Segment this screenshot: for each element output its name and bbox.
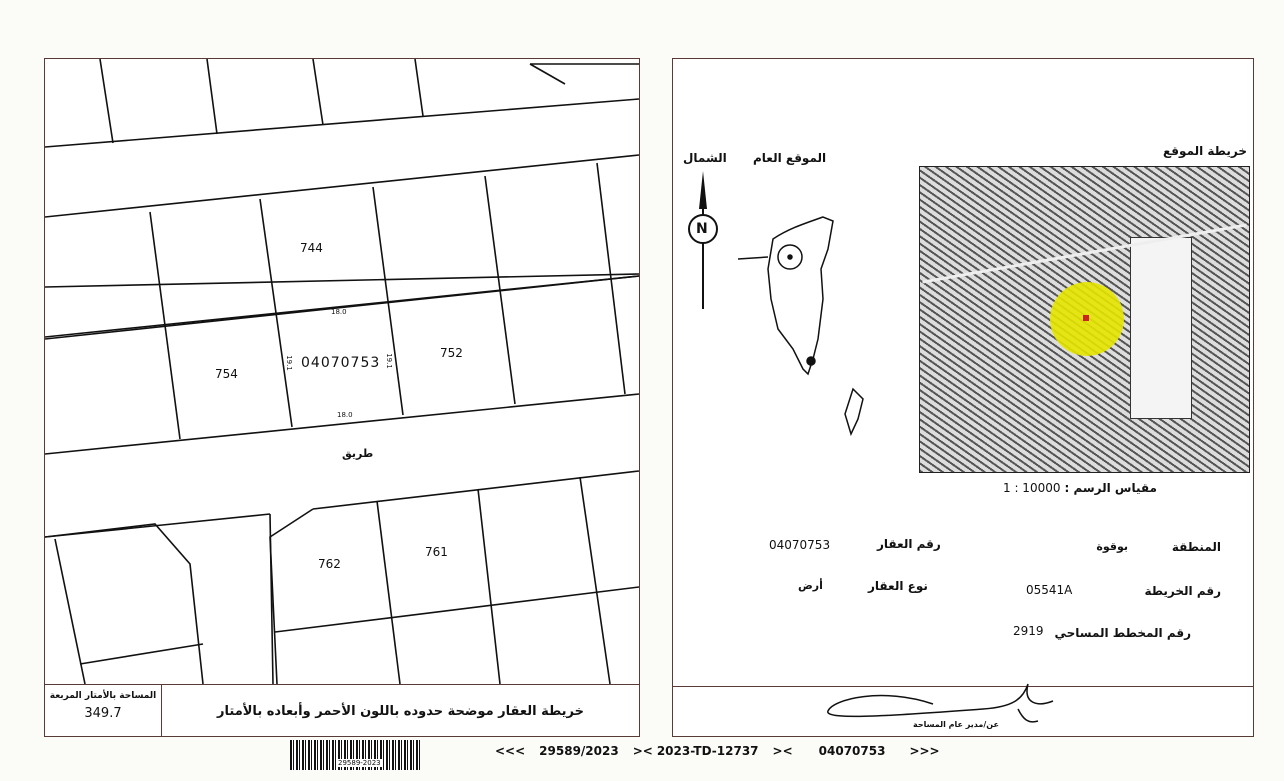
ref-property-no: 04070753	[818, 744, 886, 758]
ref-sep: ><	[632, 744, 653, 758]
country-outline-map	[737, 216, 864, 437]
scale-value: 1 : 10000	[1003, 481, 1061, 495]
north-title: الشمال	[683, 151, 727, 165]
dimension-top: 18.0	[331, 308, 347, 316]
general-location-title: الموقع العام	[753, 151, 827, 165]
scale: 1 : 10000 مقياس الرسم :	[1003, 481, 1157, 495]
survey-plan-label: رقم المخطط المساحي	[1054, 626, 1191, 640]
plot-label: 761	[425, 545, 448, 559]
signature-box: عن/مدير عام المساحة	[673, 683, 1253, 737]
ref-open: <<<	[495, 744, 526, 758]
map-no-label: رقم الخريطة	[1144, 584, 1221, 598]
plot-label: 752	[440, 346, 463, 360]
property-no-value: 04070753	[769, 538, 831, 552]
property-marker	[1083, 315, 1089, 321]
signature-caption: عن/مدير عام المساحة	[913, 720, 999, 729]
road-edge	[45, 98, 639, 148]
signature	[827, 683, 1054, 723]
ref-sep: ><	[772, 744, 793, 758]
caption-box: خريطة العقار موضحة حدوده باللون الأحمر و…	[162, 684, 639, 737]
plot-label: 754	[215, 367, 238, 381]
map-no-value: 05541A	[1026, 583, 1073, 597]
area-box: المساحة بالأمتار المربعة 349.7	[45, 684, 162, 737]
parcel-map-panel: 744 754 752 762 761 04070753 18.0 18.0 1…	[44, 58, 640, 737]
dimension-bottom: 18.0	[337, 411, 353, 419]
region-label: المنطقة	[1171, 540, 1221, 554]
property-no-label: رقم العقار	[877, 537, 941, 551]
plot-label: 744	[300, 241, 323, 255]
north-letter: N	[696, 221, 708, 237]
survey-plan-value: 2919	[1013, 624, 1044, 638]
north-arrow-icon	[688, 171, 718, 309]
location-panel: خريطة الموقع الموقع العام الشمال N 1 : 1…	[672, 58, 1254, 737]
area-label: المساحة بالأمتار المربعة	[49, 691, 157, 701]
site-map-title: خريطة الموقع	[1162, 144, 1247, 158]
area-value: 349.7	[84, 706, 122, 721]
dimension-left: 19.1	[284, 355, 293, 371]
plot-label: 762	[318, 557, 341, 571]
ref-request-no: 29589/2023	[539, 744, 619, 758]
ref-transaction-no: 2023-TD-12737	[656, 744, 759, 758]
barcode: 29589-2023	[290, 740, 420, 770]
scale-label: مقياس الرسم :	[1064, 481, 1157, 495]
subject-plot-label: 04070753	[301, 355, 381, 371]
reference-line: <<< 29589/2023 >< 2023-TD-12737 >< 04070…	[495, 744, 940, 758]
map-caption: خريطة العقار موضحة حدوده باللون الأحمر و…	[217, 703, 584, 719]
ref-close: >>>	[909, 744, 940, 758]
property-type-label: نوع العقار	[868, 579, 928, 593]
parcel-map	[45, 59, 639, 684]
road-edge	[45, 154, 639, 218]
property-type-value: أرض	[798, 579, 823, 592]
barcode-text: 29589-2023	[336, 759, 383, 767]
region-value: بوقوة	[1096, 540, 1128, 553]
site-satellite-map	[919, 166, 1250, 473]
dimension-right: 19.1	[384, 353, 393, 369]
road-label: طريق	[342, 447, 374, 460]
